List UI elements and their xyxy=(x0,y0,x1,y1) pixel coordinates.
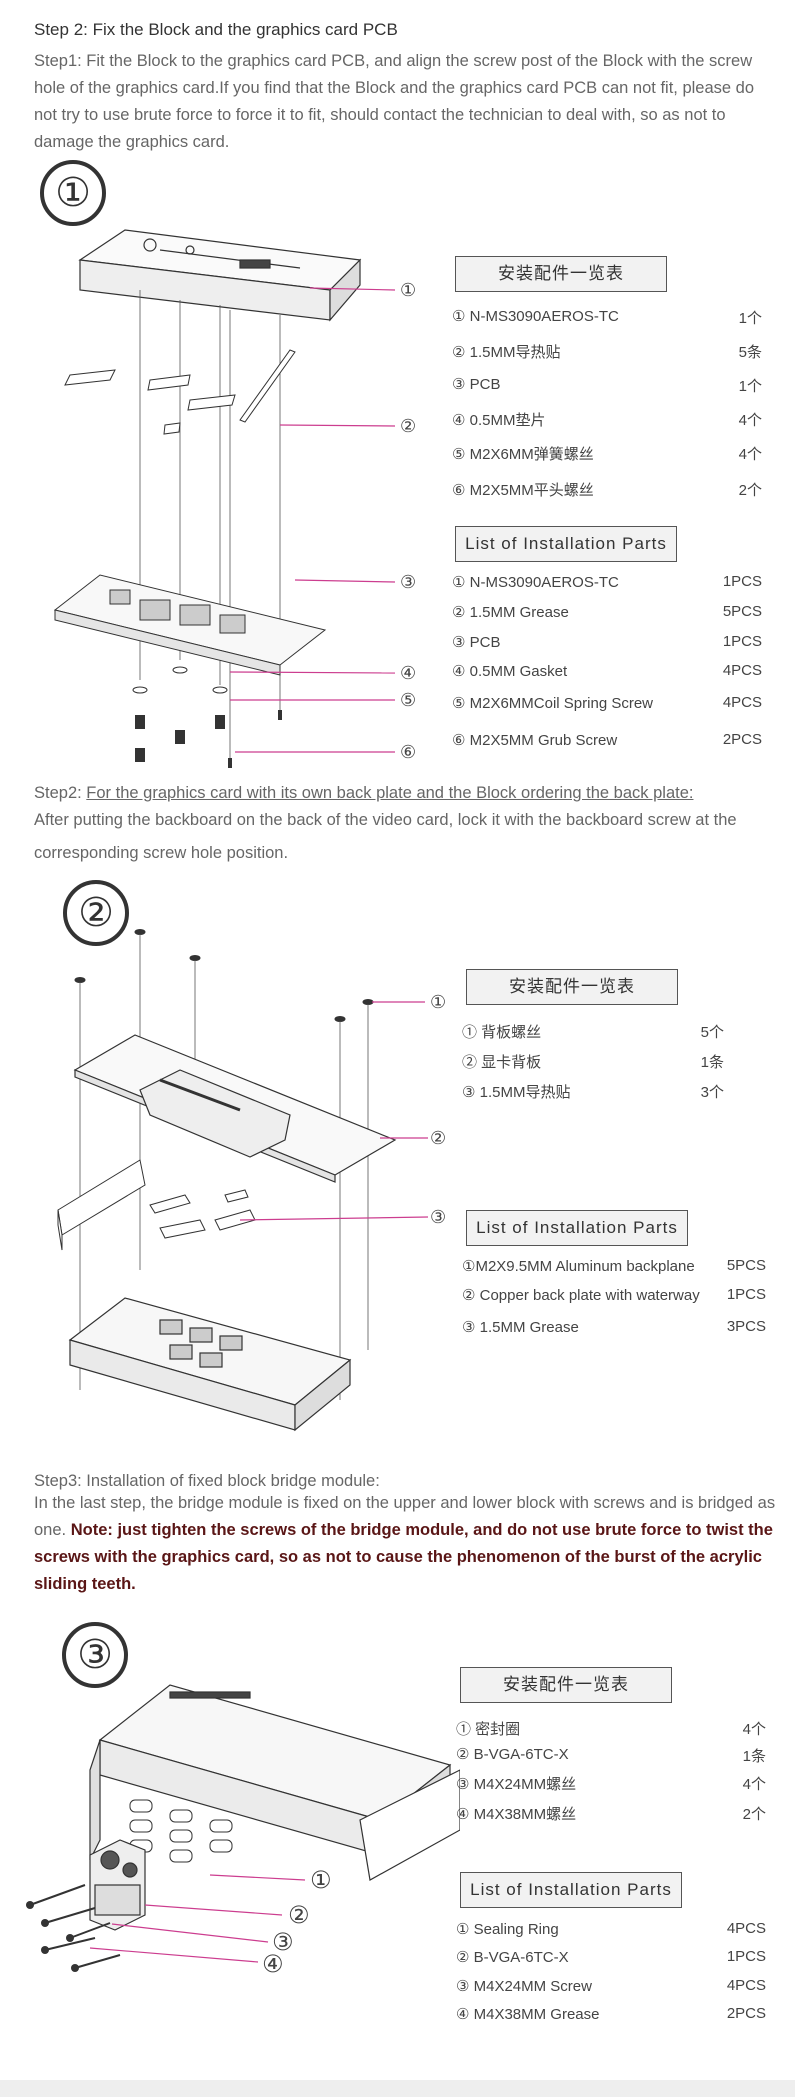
step2-heading: Step 2: Fix the Block and the graphics c… xyxy=(34,20,398,39)
panel1-cn-title: 安装配件一览表 xyxy=(455,256,667,292)
footer-bar xyxy=(0,2080,795,2097)
graphics-card-illustration xyxy=(68,1297,352,1432)
backplate-illustration xyxy=(73,1034,397,1183)
step3-heading: Step3: Installation of fixed block bridg… xyxy=(34,1472,380,1490)
bridge-module-illustration xyxy=(89,1839,146,1931)
io-bracket xyxy=(57,1159,146,1251)
step3-note: Note: just tighten the screws of the bri… xyxy=(34,1521,773,1593)
step3-text-block: In the last step, the bridge module is f… xyxy=(34,1494,776,1593)
thermal-pads xyxy=(149,1189,256,1239)
step2-text: Step1: Fit the Block to the graphics car… xyxy=(34,52,755,151)
callout-1: ① xyxy=(430,992,446,1013)
step-number-2: ② xyxy=(63,880,129,946)
callout-3: ③ xyxy=(430,1207,446,1228)
panel2-cn-title: 安装配件一览表 xyxy=(466,969,678,1005)
callout-6: ⑥ xyxy=(400,742,416,763)
panel3-cn-title: 安装配件一览表 xyxy=(460,1667,672,1703)
backplate-screws xyxy=(74,929,374,1022)
bridge-screws xyxy=(29,1884,121,1969)
thermal-pads xyxy=(64,349,296,435)
screws xyxy=(132,666,282,768)
pcb-illustration xyxy=(53,574,327,676)
callout-1: ① xyxy=(310,1866,332,1894)
callout-3: ③ xyxy=(400,572,416,593)
step-number-1: ① xyxy=(40,160,106,226)
backplate-exploded-diagram: ① ② ③ xyxy=(57,929,446,1432)
callout-2: ② xyxy=(400,416,416,437)
gpu-block-exploded-diagram: ① ② ③ ④ ⑤ ⑥ xyxy=(53,229,416,768)
step2b-text: After putting the backboard on the back … xyxy=(34,811,737,862)
callout-2: ② xyxy=(288,1901,310,1929)
step-number-3: ③ xyxy=(62,1622,128,1688)
callout-4: ④ xyxy=(400,663,416,684)
callout-3: ③ xyxy=(272,1928,294,1956)
callout-1: ① xyxy=(400,280,416,301)
card-with-block-illustration xyxy=(89,1684,460,1881)
step2b-line1: Step2: For the graphics card with its ow… xyxy=(34,784,694,802)
callout-2: ② xyxy=(430,1128,446,1149)
bridge-module-exploded-diagram: ① ② ③ ④ xyxy=(26,1684,460,1978)
panel3-en-title: List of Installation Parts xyxy=(460,1872,682,1908)
panel2-en-title: List of Installation Parts xyxy=(466,1210,688,1246)
panel1-en-title: List of Installation Parts xyxy=(455,526,677,562)
water-block-illustration xyxy=(78,229,362,322)
callout-4: ④ xyxy=(262,1950,284,1978)
callout-numbers: ① ② ③ ④ ⑤ ⑥ xyxy=(400,280,416,763)
callout-5: ⑤ xyxy=(400,690,416,711)
